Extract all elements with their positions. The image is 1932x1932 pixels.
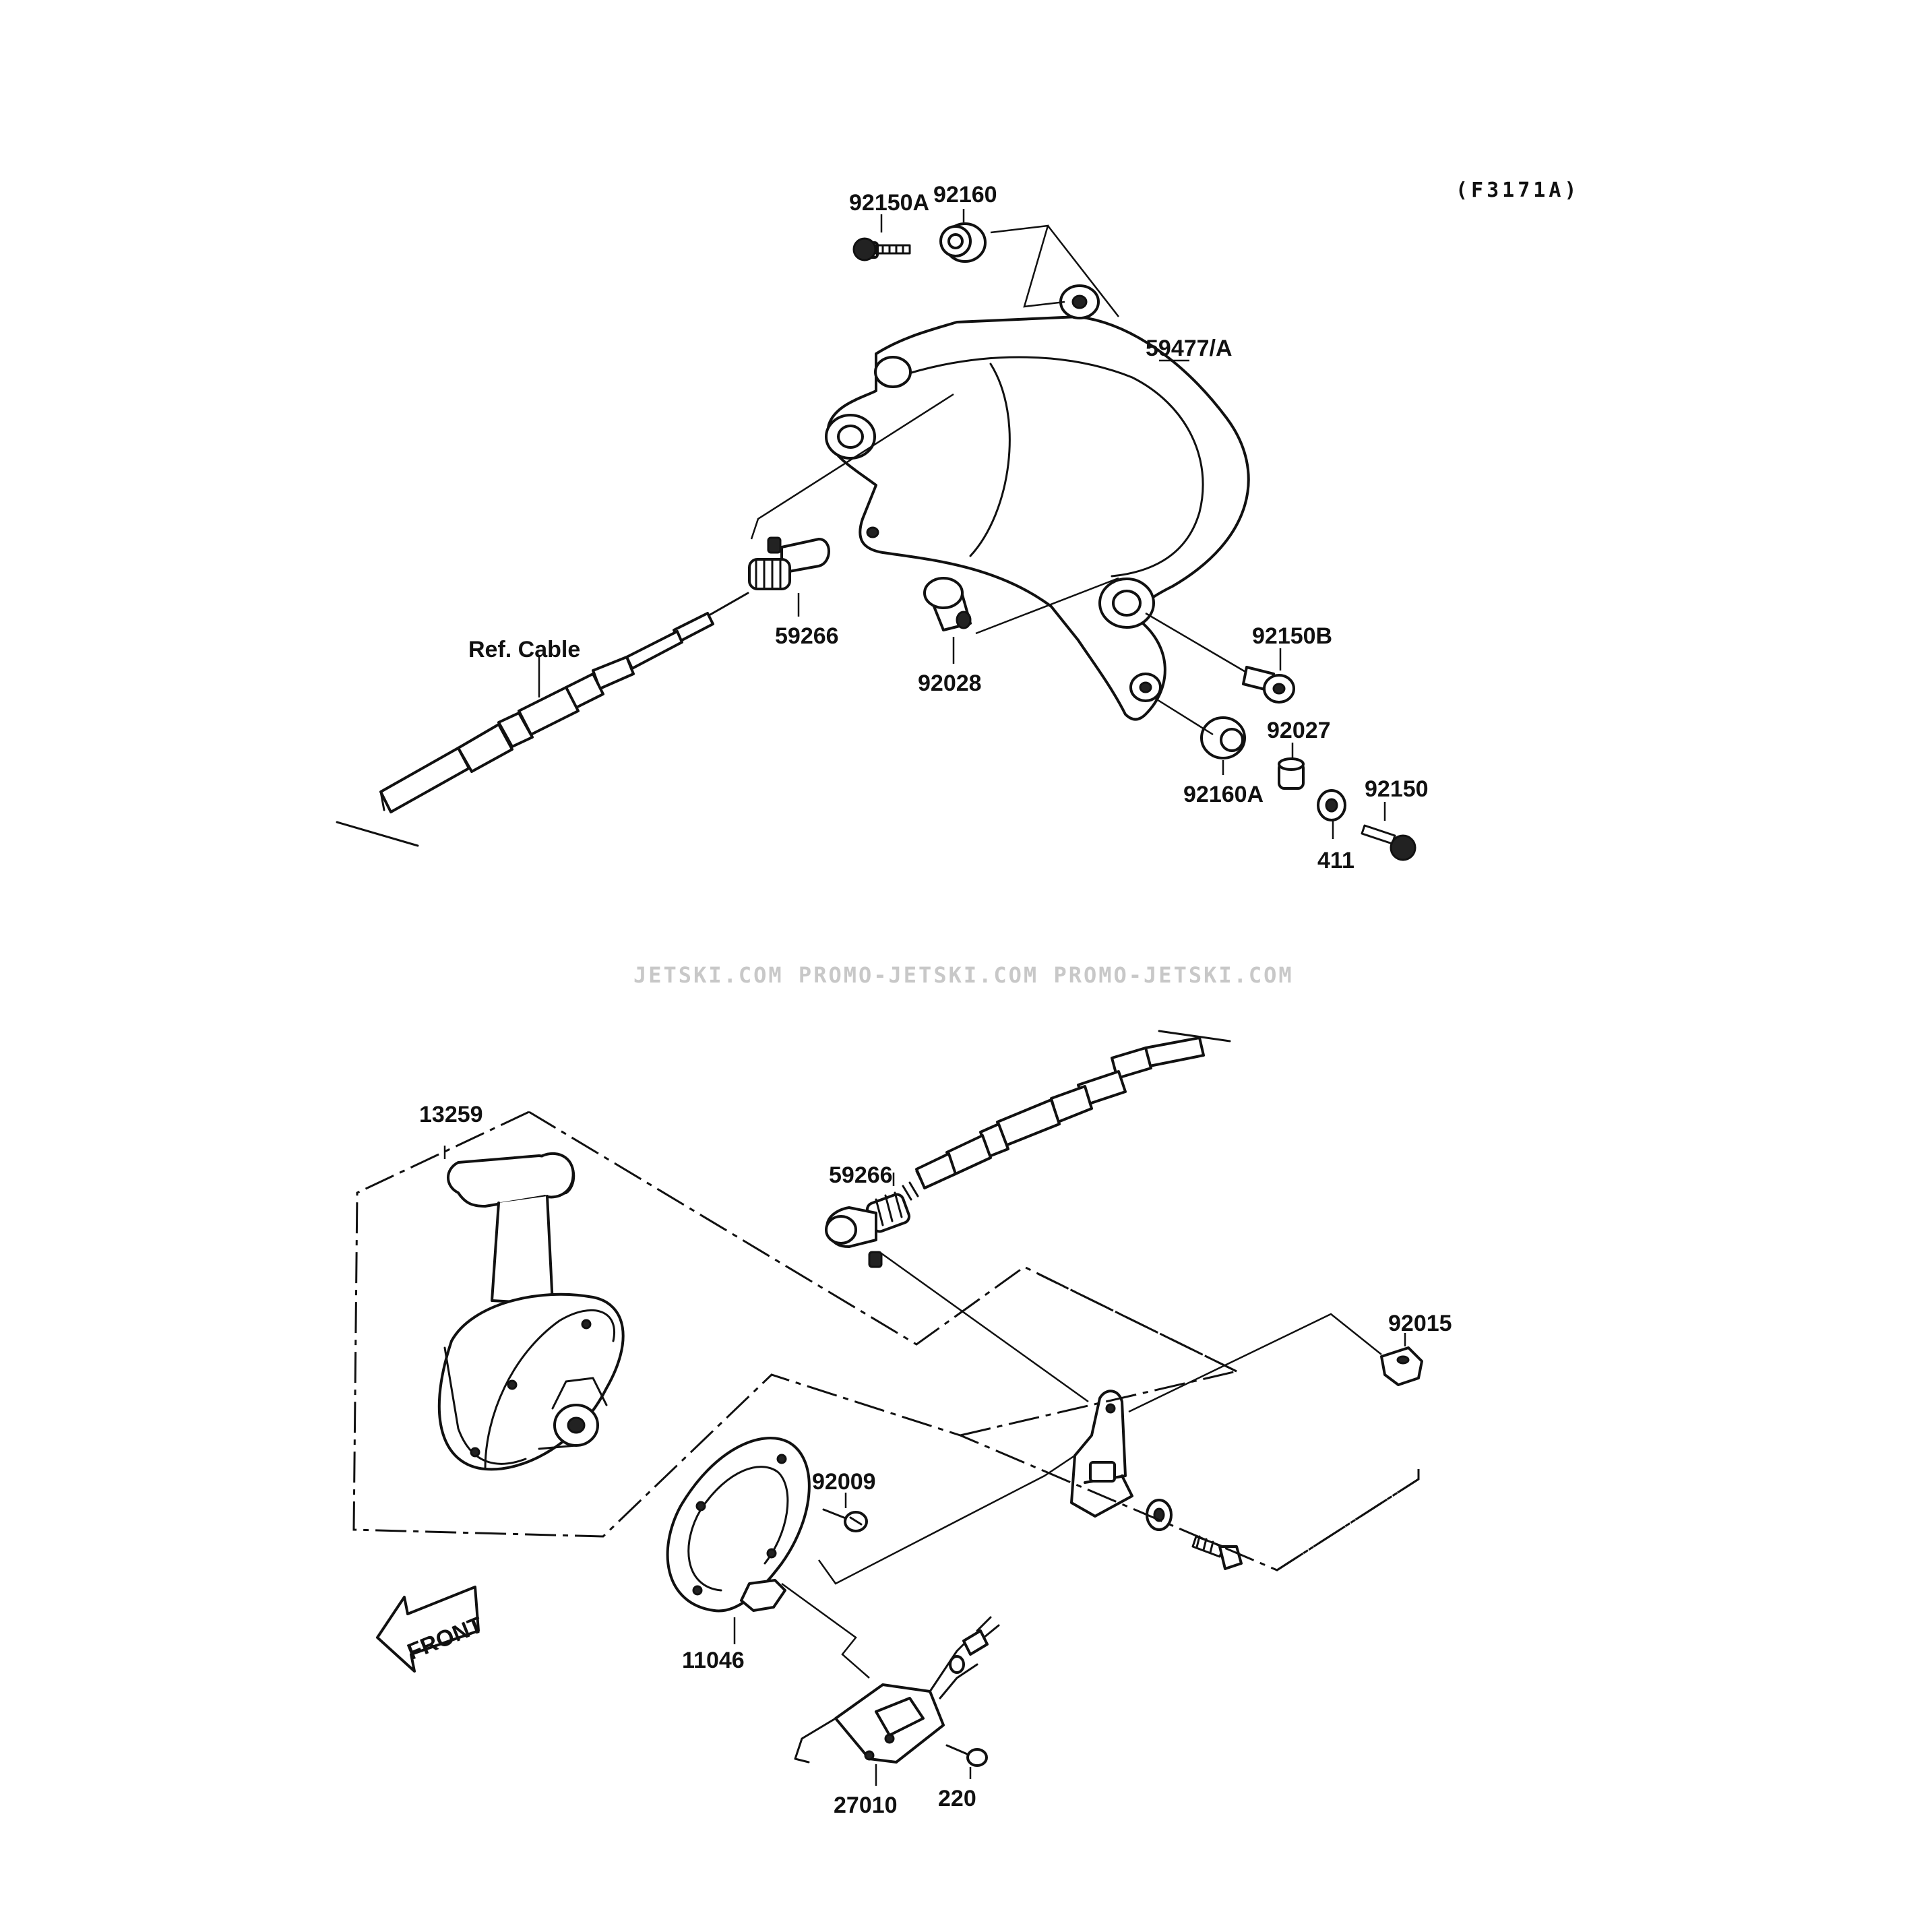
bolt-92150b-part[interactable] — [1242, 666, 1295, 704]
plate-11046-part[interactable] — [666, 1437, 811, 1613]
cable-joint-top-part[interactable] — [748, 536, 830, 590]
ref-cable-bottom-part[interactable] — [915, 1030, 1231, 1189]
switch-27010-part[interactable] — [794, 1616, 1000, 1764]
watermark: JETSKI.COM PROMO-JETSKI.COM PROMO-JETSKI… — [633, 962, 1294, 988]
label-92015: 92015 — [1388, 1311, 1452, 1336]
cable-joint-bottom-part[interactable] — [825, 1181, 919, 1268]
label-27010: 27010 — [834, 1793, 898, 1818]
diagram-code: (F3171A) — [1456, 179, 1580, 202]
collar-92160-part[interactable] — [939, 222, 987, 263]
bracket-cover-part[interactable] — [825, 284, 1250, 721]
label-13259: 13259 — [419, 1102, 483, 1127]
label-59477a: 59477/A — [1146, 336, 1233, 361]
label-92150b: 92150B — [1252, 623, 1332, 649]
collar-92160a-part[interactable] — [1200, 716, 1246, 759]
label-92160a: 92160A — [1183, 782, 1264, 807]
front-arrow-icon: FRONT — [376, 1586, 487, 1673]
label-59266-top: 59266 — [775, 623, 839, 649]
label-220: 220 — [938, 1786, 976, 1811]
collar-92027-part[interactable] — [1278, 757, 1305, 790]
label-92027: 92027 — [1267, 718, 1331, 743]
screw-92009-part[interactable] — [822, 1508, 868, 1532]
screw-220-part[interactable] — [945, 1744, 988, 1767]
washer-bottom-part[interactable] — [1146, 1499, 1173, 1531]
bolt-92150-part[interactable] — [1361, 824, 1416, 861]
label-92028: 92028 — [918, 671, 982, 696]
cable-bracket-part[interactable] — [1070, 1390, 1133, 1518]
label-411: 411 — [1317, 848, 1354, 873]
top-assembly: 92160 92150A 59477/A 59266 Ref. Cable 92… — [336, 182, 1429, 873]
label-92150: 92150 — [1365, 776, 1429, 802]
ref-cable-top-part[interactable] — [336, 592, 749, 847]
label-92150a: 92150A — [849, 190, 929, 216]
label-92009: 92009 — [812, 1469, 876, 1495]
throttle-lever-13259-part[interactable] — [437, 1152, 625, 1471]
washer-411-part[interactable] — [1317, 789, 1346, 821]
label-ref-cable: Ref. Cable — [468, 637, 580, 662]
label-59266-bottom: 59266 — [829, 1162, 893, 1188]
bushing-92028-part[interactable] — [923, 577, 972, 631]
bolt-92150a-part[interactable] — [852, 237, 911, 261]
label-11046: 11046 — [682, 1648, 745, 1673]
label-92160: 92160 — [933, 182, 997, 208]
bottom-assembly: FRONT 13259 59266 92015 92009 11046 2701… — [352, 1030, 1452, 1818]
nut-92015-part[interactable] — [1380, 1346, 1423, 1386]
